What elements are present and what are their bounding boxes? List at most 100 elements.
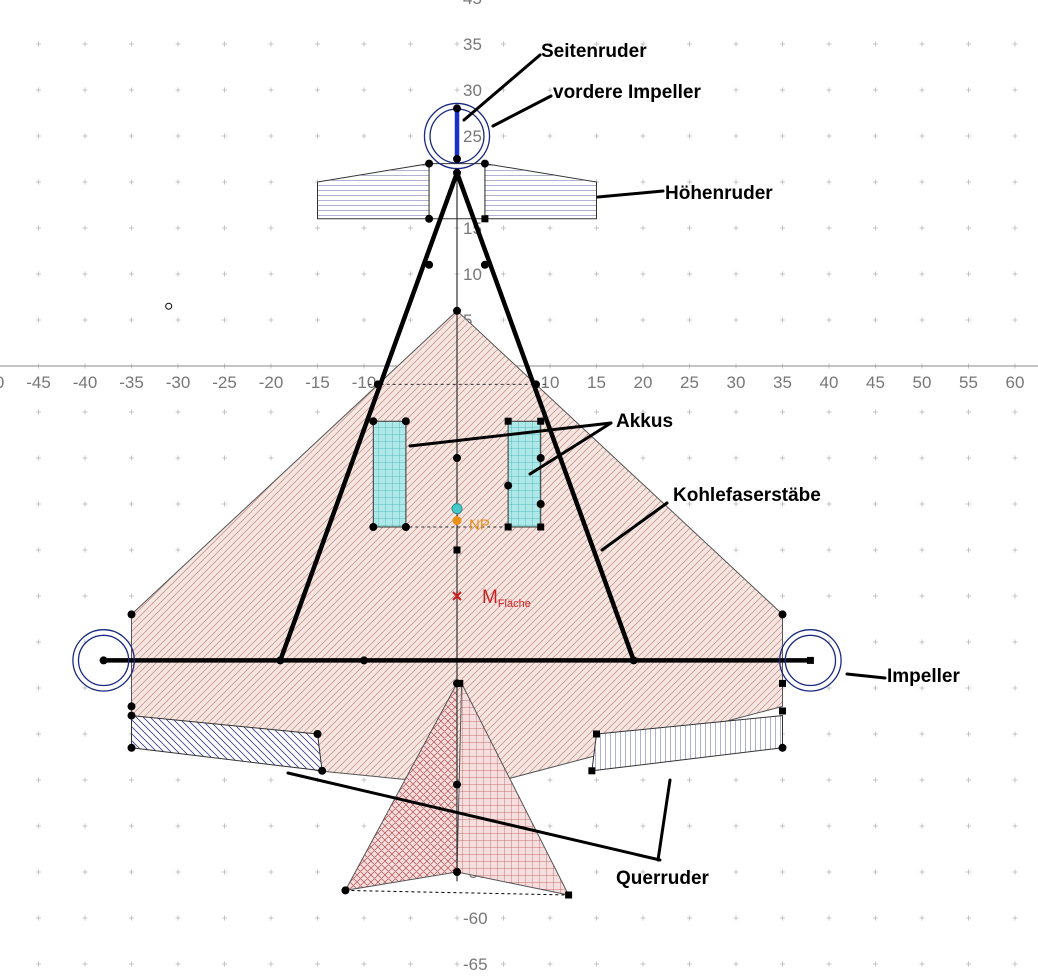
grid-dot <box>129 915 134 921</box>
grid-dot <box>733 869 739 875</box>
grid-dot <box>82 225 88 231</box>
grid-dot <box>594 271 599 277</box>
tail-tip-line <box>345 889 569 896</box>
callout-leader <box>656 778 672 862</box>
grid-dot <box>919 225 925 231</box>
carbon-rod <box>278 170 460 663</box>
grid-dot <box>780 317 785 323</box>
grid-dot <box>408 271 413 277</box>
grid-dot <box>82 547 88 553</box>
grid-dot <box>82 961 88 967</box>
grid-dot <box>454 961 460 967</box>
x-tick-label: 60 <box>1006 373 1025 392</box>
grid-dot <box>873 961 878 967</box>
grid-dot <box>1012 915 1018 921</box>
grid-dot <box>36 685 41 691</box>
grid-dot <box>315 87 320 93</box>
grid-dot <box>966 685 971 691</box>
grid-dot <box>36 639 41 645</box>
grid-dot <box>826 823 832 829</box>
grid-dot <box>222 317 227 323</box>
grid-dot <box>129 271 134 277</box>
grid-dot <box>640 41 646 47</box>
grid-dot <box>82 455 88 461</box>
m-flaeche-cross <box>452 591 462 601</box>
grid-dot <box>733 409 739 415</box>
grid-dot <box>687 455 692 461</box>
grid-dot <box>826 87 832 93</box>
grid-dot <box>594 915 599 921</box>
grid-dot <box>547 87 553 93</box>
control-point <box>480 260 489 269</box>
grid-dot <box>594 961 599 967</box>
control-point <box>127 711 136 720</box>
m-flaeche-label-sub: Fläche <box>498 598 531 610</box>
x-tick-label: 40 <box>820 373 839 392</box>
grid-dot <box>36 317 41 323</box>
grid-dot <box>919 593 925 599</box>
right-impeller-outer <box>779 629 842 692</box>
x-tick-label: -25 <box>212 373 237 392</box>
grid-dot <box>733 271 739 277</box>
grid-dot <box>966 961 971 967</box>
grid-dot <box>82 915 88 921</box>
x-tick-label: 35 <box>773 373 792 392</box>
callout-leader <box>596 189 665 199</box>
grid-dot <box>361 271 367 277</box>
grid-dot <box>826 915 832 921</box>
np-marker <box>452 516 462 526</box>
grid-dot <box>733 179 739 185</box>
grid-dot <box>873 271 878 277</box>
grid-dot <box>175 869 181 875</box>
callout-leader-lines <box>286 53 887 862</box>
callout-leader <box>845 672 887 680</box>
control-point <box>318 766 327 775</box>
grid-dot <box>1012 777 1018 783</box>
grid-dot <box>222 409 227 415</box>
grid-dot <box>36 271 41 277</box>
grid-dot <box>129 593 134 599</box>
grid-dot <box>222 869 227 875</box>
grid-dot <box>175 179 181 185</box>
grid-dot <box>640 777 646 783</box>
grid-dot <box>873 593 878 599</box>
x-tick-label: 55 <box>959 373 978 392</box>
grid-dot <box>780 133 785 139</box>
control-point <box>532 380 541 389</box>
callout-leader <box>286 771 662 862</box>
x-tick-label: 50 <box>913 373 932 392</box>
control-point <box>480 159 489 168</box>
grid-dot <box>1012 961 1018 967</box>
control-point <box>313 730 322 738</box>
control-point <box>369 523 378 531</box>
grid-dot <box>640 133 646 139</box>
grid-dot <box>129 547 134 553</box>
grid-dot <box>873 547 878 553</box>
control-point-square <box>565 891 573 899</box>
grid-dot <box>733 915 739 921</box>
x-tick-label: -30 <box>166 373 191 392</box>
grid-dot <box>501 271 506 277</box>
grid-dot <box>780 915 785 921</box>
grid-dot <box>687 87 692 93</box>
grid-dot <box>175 409 181 415</box>
grid-dot <box>780 41 785 47</box>
grid-dot <box>873 133 878 139</box>
grid-dot <box>547 777 553 783</box>
control-point <box>127 702 136 711</box>
grid-dot <box>175 225 181 231</box>
carbon-rods <box>101 170 813 663</box>
grid-dot <box>129 87 134 93</box>
grid-dot <box>873 869 878 875</box>
grid-dot <box>408 87 413 93</box>
grid-dot <box>826 501 832 507</box>
grid-dot <box>36 915 41 921</box>
grid-dot <box>687 133 692 139</box>
grid-dot <box>640 179 646 185</box>
grid-dot <box>826 455 832 461</box>
control-point-square <box>779 679 786 687</box>
grid-dot <box>966 133 971 139</box>
grid-dot <box>733 501 739 507</box>
battery-right <box>507 420 542 528</box>
y-tick-label: -65 <box>463 955 488 974</box>
